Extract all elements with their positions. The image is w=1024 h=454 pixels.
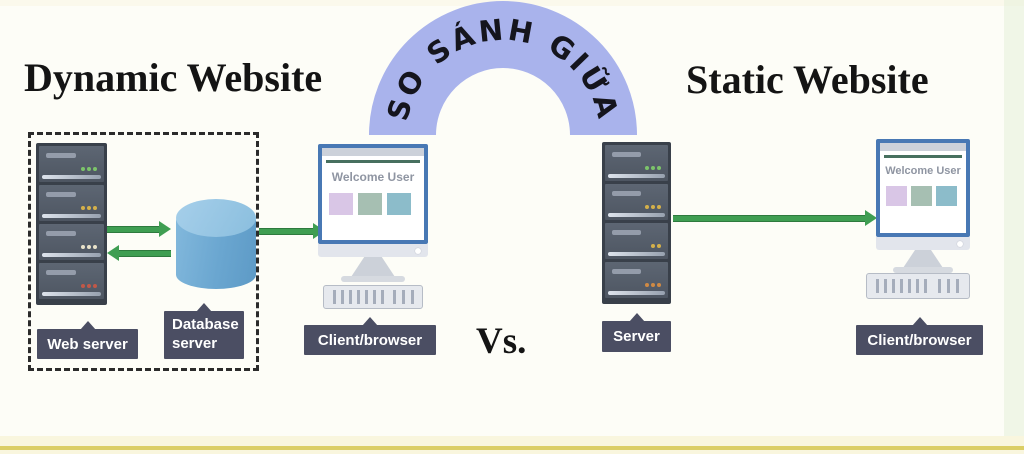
- vent-slot: [46, 192, 76, 197]
- browser-top-bar: [880, 143, 966, 151]
- browser-divider: [326, 160, 420, 163]
- power-button: [957, 240, 963, 247]
- server-unit: [605, 184, 668, 220]
- server-unit: [39, 185, 104, 221]
- arrow-dynamic-to-client: [259, 223, 325, 239]
- led-lights-orange: [645, 283, 661, 287]
- keyboard-icon: [323, 285, 423, 309]
- led-lights-red: [81, 284, 97, 288]
- server-unit: [39, 224, 104, 260]
- monitor-chin: [876, 237, 970, 250]
- web-server-tower-icon: [36, 143, 107, 305]
- monitor-stand: [903, 250, 943, 268]
- drive-stripe: [42, 253, 101, 257]
- server-unit: [605, 145, 668, 181]
- server-unit: [39, 263, 104, 299]
- screen-welcome-text: Welcome User: [331, 170, 415, 184]
- client-browser-label-left: Client/browser: [304, 317, 436, 355]
- drive-stripe: [608, 252, 665, 256]
- cylinder-top: [176, 199, 256, 237]
- monitor-base: [893, 267, 953, 273]
- dynamic-group-box: [28, 132, 259, 371]
- drive-stripe: [42, 175, 101, 179]
- drive-stripe: [42, 214, 101, 218]
- screen-welcome-text: Welcome User: [885, 165, 961, 177]
- monitor-stand: [351, 257, 395, 277]
- server-unit: [605, 262, 668, 298]
- client-computer-left-icon: Welcome User: [318, 144, 428, 314]
- dynamic-website-heading: Dynamic Website: [24, 55, 323, 100]
- static-server-tower-icon: [602, 142, 671, 304]
- comparison-arch-banner: SO SÁNH GIỮA: [369, 1, 637, 136]
- power-button: [415, 247, 421, 254]
- database-server-label: Database server: [164, 303, 244, 359]
- vent-slot: [46, 153, 76, 158]
- bottom-accent-bar: [0, 436, 1024, 454]
- monitor-base: [341, 276, 405, 282]
- client-computer-right-icon: Welcome User: [866, 139, 970, 304]
- browser-divider: [884, 155, 962, 158]
- page-content-blocks: [886, 186, 966, 206]
- vent-slot: [612, 152, 641, 157]
- server-unit: [605, 223, 668, 259]
- arch-shape: [369, 1, 637, 136]
- server-label: Server: [602, 313, 671, 352]
- vent-slot: [46, 231, 76, 236]
- monitor-chin: [318, 244, 428, 257]
- drive-stripe: [42, 292, 101, 296]
- drive-stripe: [608, 174, 665, 178]
- led-lights-amber: [651, 244, 661, 248]
- vent-slot: [46, 270, 76, 275]
- keyboard-icon: [866, 273, 970, 299]
- led-lights-white: [81, 245, 97, 249]
- arrow-database-to-webserver: [107, 245, 171, 261]
- vent-slot: [612, 269, 641, 274]
- vent-slot: [612, 191, 641, 196]
- led-lights-amber: [645, 205, 661, 209]
- browser-top-bar: [322, 148, 424, 156]
- drive-stripe: [608, 291, 665, 295]
- led-lights-amber: [81, 206, 97, 210]
- web-server-label: Web server: [37, 321, 138, 359]
- server-unit: [39, 146, 104, 182]
- client-browser-label-right: Client/browser: [856, 317, 983, 355]
- vent-slot: [612, 230, 641, 235]
- led-lights-green: [81, 167, 97, 171]
- database-cylinder-icon: [176, 199, 256, 289]
- drive-stripe: [608, 213, 665, 217]
- right-edge-tint: [1004, 0, 1024, 454]
- arrow-webserver-to-database: [107, 221, 171, 237]
- page-content-blocks: [329, 193, 424, 215]
- led-lights-green: [645, 166, 661, 170]
- static-website-heading: Static Website: [686, 57, 929, 102]
- arrow-server-to-client: [673, 210, 877, 226]
- versus-text: Vs.: [476, 321, 527, 362]
- bottom-accent-line: [0, 446, 1024, 450]
